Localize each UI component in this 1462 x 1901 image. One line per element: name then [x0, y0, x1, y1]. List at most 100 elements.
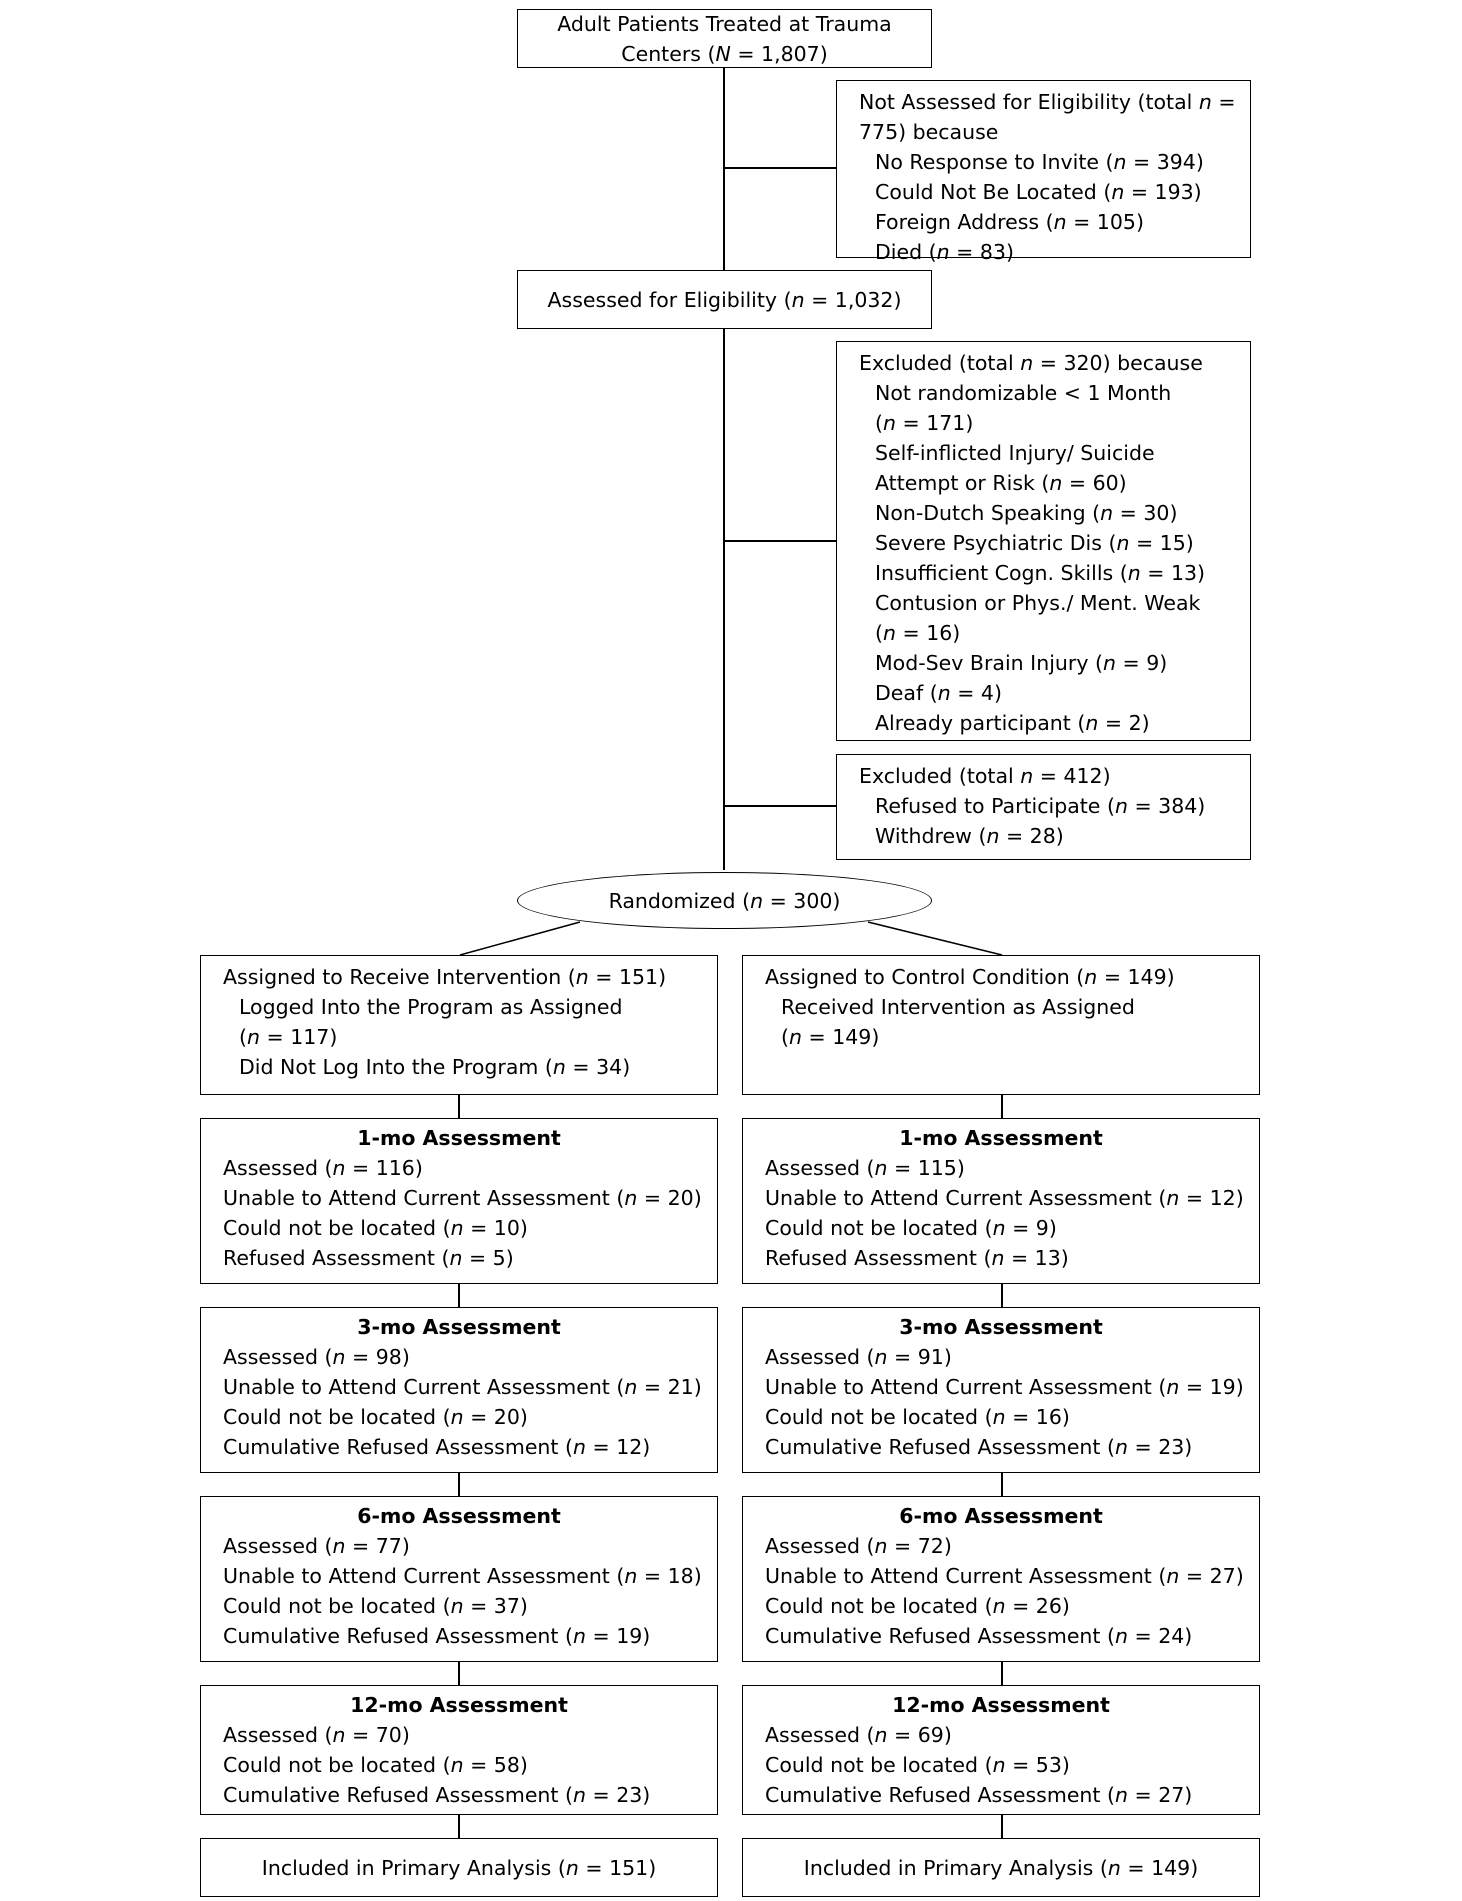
assessment-row: Could not be located (n = 9): [765, 1216, 1057, 1240]
assessment-row: Could not be located (n = 10): [223, 1216, 528, 1240]
assessment-row-n: 27: [1209, 1564, 1236, 1588]
assessment-row: Cumulative Refused Assessment (n = 27): [765, 1783, 1193, 1807]
n-var: n: [1198, 90, 1212, 114]
excluded1-item: Non-Dutch Speaking (n = 30): [875, 501, 1178, 525]
assessment-row-n: 20: [667, 1186, 694, 1210]
assessment-row-n: 98: [375, 1345, 402, 1369]
assessment-row-label: Assessed: [765, 1345, 860, 1369]
n-var: n: [450, 1753, 464, 1777]
assessment-row-n: 10: [493, 1216, 520, 1240]
n-var: n: [1114, 794, 1128, 818]
top-text-b: Centers (: [621, 41, 716, 66]
not-assessed-list: No Response to Invite (n = 394)Could Not…: [859, 147, 1250, 267]
assessment-row-n: 5: [492, 1246, 506, 1270]
assessment-row-n: 115: [917, 1156, 957, 1180]
n-var: n: [572, 1783, 586, 1807]
n-var: n: [936, 240, 950, 264]
excluded2-item-n: 28: [1029, 824, 1056, 848]
assign-sub2-label: Did Not Log Into the Program: [239, 1055, 539, 1079]
assessment-row-n: 23: [1158, 1435, 1185, 1459]
assessment-row: Refused Assessment (n = 5): [223, 1246, 514, 1270]
n-var: n: [1107, 1855, 1121, 1880]
assessment-row-n: 21: [667, 1375, 694, 1399]
assessment-row: Cumulative Refused Assessment (n = 24): [765, 1624, 1193, 1648]
n-var: n: [450, 1405, 464, 1429]
n-var: n: [791, 287, 805, 312]
assessment-row: Cumulative Refused Assessment (n = 12): [223, 1435, 651, 1459]
n-var: n: [874, 1534, 888, 1558]
excluded2-item-label: Withdrew: [875, 824, 972, 848]
assessment-row-label: Cumulative Refused Assessment: [223, 1435, 559, 1459]
excluded1-title-a: Excluded (total: [859, 351, 1021, 375]
assessment-row: Assessed (n = 115): [765, 1156, 965, 1180]
n-var: n: [1102, 651, 1116, 675]
excluded1-item-label: Non-Dutch Speaking: [875, 501, 1086, 525]
randomized-ellipse: Randomized (n = 300): [517, 872, 932, 929]
n-var: n: [1114, 1783, 1128, 1807]
box-assessed-eligibility: Assessed for Eligibility (n = 1,032): [517, 270, 932, 329]
assign-sub1-label: Logged Into the Program as Assigned: [239, 995, 623, 1019]
excluded1-item: Mod-Sev Brain Injury (n = 9): [875, 651, 1168, 675]
assessment-row: Could not be located (n = 16): [765, 1405, 1070, 1429]
n-var: n: [624, 1186, 638, 1210]
n-var: n: [1100, 501, 1114, 525]
not-assessed-item: Foreign Address (n = 105): [875, 210, 1144, 234]
primary-analysis: Included in Primary Analysis (n = 151): [261, 1855, 657, 1880]
assessment-row: Could not be located (n = 58): [223, 1753, 528, 1777]
n-var: n: [750, 888, 764, 913]
assessment-row: Unable to Attend Current Assessment (n =…: [223, 1375, 702, 1399]
assessment-row-n: 12: [616, 1435, 643, 1459]
assessment-row-label: Assessed: [765, 1534, 860, 1558]
excluded1-item-count-post: = 16): [896, 621, 961, 645]
assessment-row: Unable to Attend Current Assessment (n =…: [765, 1564, 1244, 1588]
assessment-row: Could not be located (n = 53): [765, 1753, 1070, 1777]
n-var: n: [1020, 764, 1034, 788]
assessment-row-label: Unable to Attend Current Assessment: [765, 1375, 1152, 1399]
n-var: n: [874, 1345, 888, 1369]
assign-title-label: Assigned to Receive Intervention: [223, 965, 562, 989]
excluded1-item-n: 9: [1146, 651, 1160, 675]
assessment-row: Cumulative Refused Assessment (n = 23): [223, 1783, 651, 1807]
n-var: n: [874, 1723, 888, 1747]
n-var: n: [1166, 1564, 1180, 1588]
n-var: n: [992, 1216, 1006, 1240]
primary-analysis-label: Included in Primary Analysis: [261, 1855, 552, 1880]
assign-title-n: 149: [1127, 965, 1167, 989]
assessment-row-n: 70: [375, 1723, 402, 1747]
excluded1-item-n: 2: [1128, 711, 1142, 735]
n-var: n: [1127, 561, 1141, 585]
n-var: n: [572, 1624, 586, 1648]
n-var: n: [450, 1594, 464, 1618]
not-assessed-title-a: Not Assessed for Eligibility (total: [859, 90, 1199, 114]
n-var: n: [449, 1246, 463, 1270]
excluded1-item-count-post: = 171): [896, 411, 974, 435]
top-text-c: = 1,807): [730, 41, 828, 66]
box-primary-analysis-intervention: Included in Primary Analysis (n = 151): [200, 1838, 718, 1897]
excluded2-item: Withdrew (n = 28): [875, 824, 1064, 848]
assign-sub1-label: Received Intervention as Assigned: [781, 995, 1135, 1019]
top-var: N: [715, 41, 731, 66]
assessment-row-n: 116: [375, 1156, 415, 1180]
excluded1-item: Deaf (n = 4): [875, 681, 1002, 705]
assessment-row-label: Could not be located: [765, 1216, 979, 1240]
assessment-row-label: Assessed: [765, 1723, 860, 1747]
excluded1-item-count: (n = 16): [859, 618, 1250, 648]
assessment-row-label: Unable to Attend Current Assessment: [223, 1186, 610, 1210]
n-var: n: [883, 411, 896, 435]
excluded1-item-label: Severe Psychiatric Dis: [875, 531, 1102, 555]
assessment-row-n: 77: [375, 1534, 402, 1558]
assessment-row-n: 72: [917, 1534, 944, 1558]
not-assessed-item-label: Died: [875, 240, 923, 264]
assessment-row-label: Assessed: [765, 1156, 860, 1180]
assessment-row-n: 37: [493, 1594, 520, 1618]
n-var: n: [992, 1405, 1006, 1429]
assessment-heading: 12-mo Assessment: [892, 1693, 1110, 1717]
excluded1-item-n: 4: [980, 681, 994, 705]
box-excluded-320: Excluded (total n = 320) because Not ran…: [836, 341, 1251, 741]
not-assessed-item-label: Could Not Be Located: [875, 180, 1097, 204]
n-var: n: [1114, 1435, 1128, 1459]
